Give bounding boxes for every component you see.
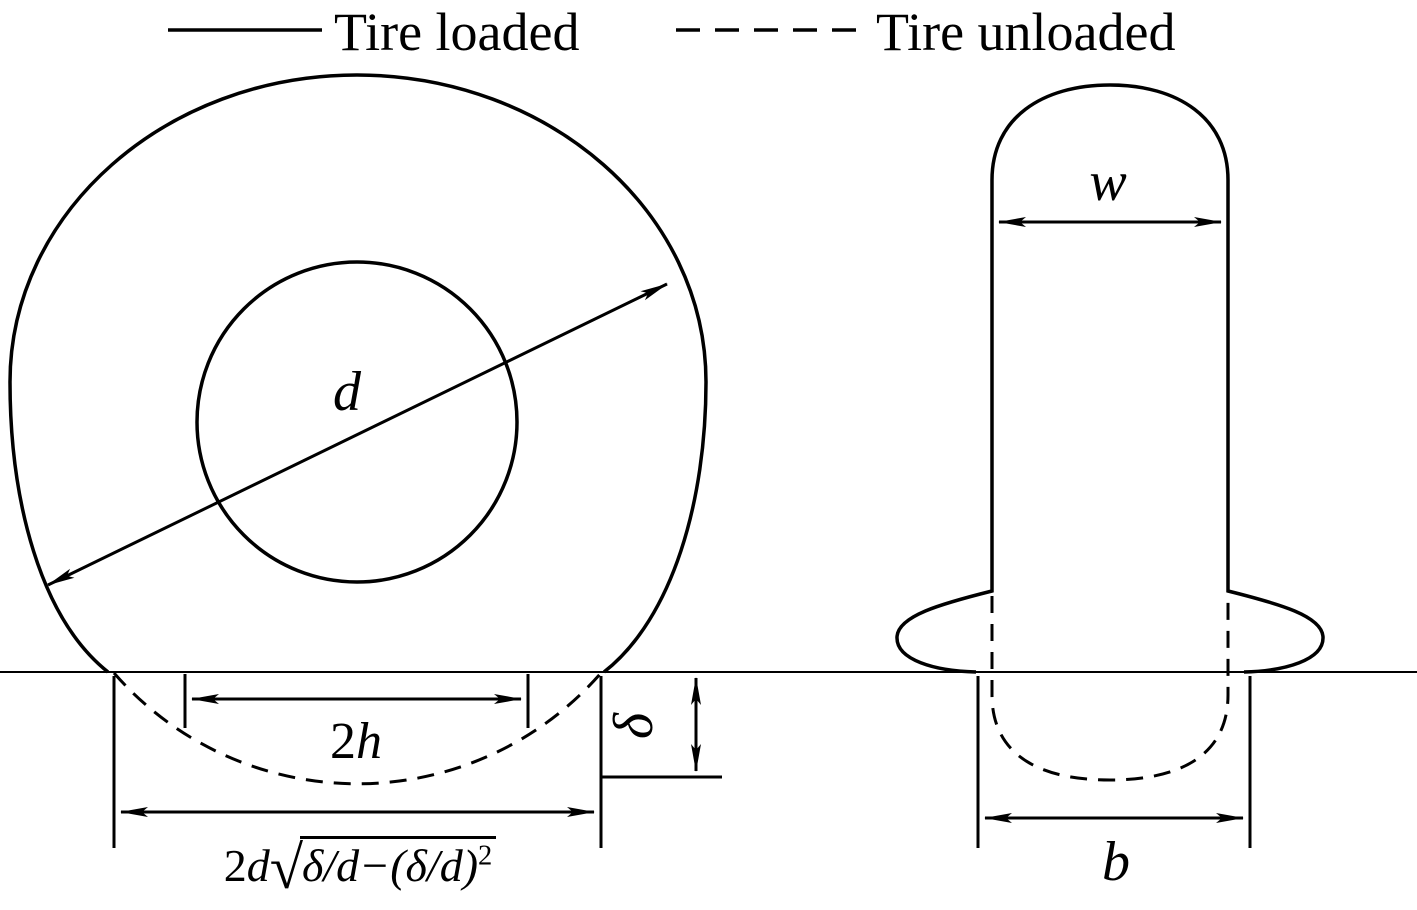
formula-radicand: δ/d−(δ/d)	[302, 840, 479, 891]
tire-side-loaded-outline	[895, 83, 1325, 674]
legend-loaded-label: Tire loaded	[334, 2, 579, 62]
contact-label-coef: 2	[330, 713, 356, 770]
formula-exponent: 2	[478, 840, 493, 872]
contact-label-var: h	[356, 713, 382, 770]
diameter-arrow	[47, 282, 668, 587]
width-label: w	[1089, 151, 1126, 213]
formula-radicand-group: δ/d−(δ/d)2	[300, 836, 497, 892]
tire-front-loaded-outline	[8, 73, 708, 674]
formula-coef: 2	[223, 840, 247, 891]
contact-label: 2h	[330, 713, 382, 770]
contact-width-formula: 2d√δ/d−(δ/d)2	[110, 836, 610, 899]
radical-sign: √	[269, 835, 304, 903]
legend: Tire loaded Tire unloaded	[168, 2, 1175, 62]
tire-front-view: d 2h δ	[8, 73, 722, 848]
deflection-label: δ	[603, 712, 665, 739]
tire-side-unloaded-outline	[990, 596, 1230, 782]
legend-unloaded-label: Tire unloaded	[876, 2, 1175, 62]
formula-var: d	[246, 840, 270, 891]
base-label: b	[1102, 831, 1130, 893]
diameter-label: d	[333, 361, 362, 423]
tire-side-view: w b	[895, 83, 1325, 893]
